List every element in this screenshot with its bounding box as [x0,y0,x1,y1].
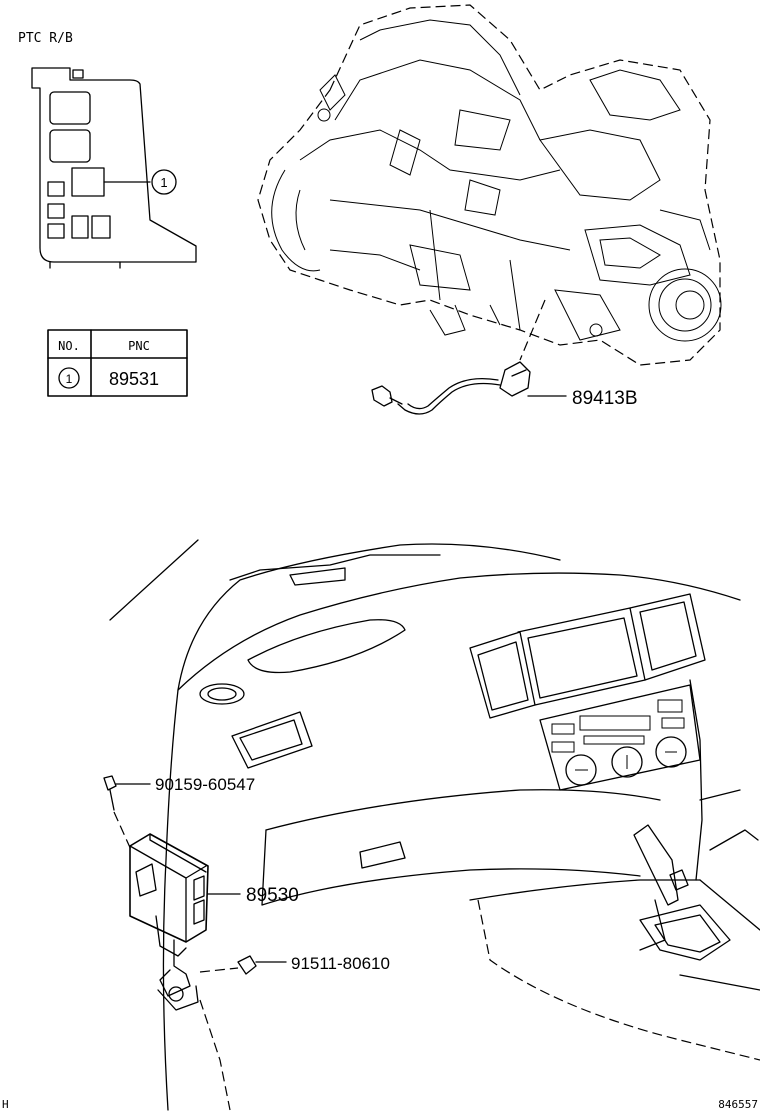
callout-number: 1 [160,175,167,190]
screw-part-number: 91511-80610 [291,954,390,973]
row-no: 1 [66,372,73,386]
ptc-relay-block: PTC R/B 1 [18,31,197,269]
callout-circle [151,169,177,195]
speed-sensor: 89413B [371,299,638,415]
relay-highlight [71,167,105,197]
relay-block-title: PTC R/B [18,31,73,46]
dashboard-illustration [109,539,760,1111]
pnc-table: NO. PNC 1 89531 [47,329,188,397]
header-no: NO. [58,339,80,353]
transaxle-illustration [257,4,722,366]
ecu-part-number: 89530 [246,885,299,906]
sensor-part-number: 89413B [572,388,638,409]
drawing-number: 846557 [718,1098,758,1111]
bolt-part-number: 90159-60547 [155,775,255,794]
ecu-assembly: 90159-60547 89530 91511-80610 [103,775,390,1011]
corner-mark-left: H [2,1098,9,1111]
row-pnc: 89531 [109,369,159,389]
header-pnc: PNC [128,339,150,353]
